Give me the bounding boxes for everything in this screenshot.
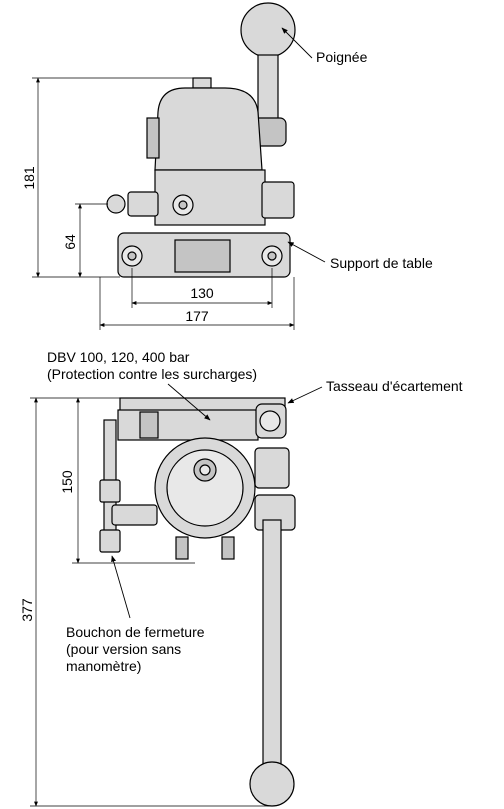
front-view [106, 2, 296, 278]
label-handle: Poignée [316, 49, 368, 65]
right-fitting [261, 181, 295, 219]
plan-right-mid [254, 447, 290, 489]
handle-leader [281, 27, 313, 59]
left-pipe-cap-bottom [99, 529, 121, 553]
left-plug [106, 194, 126, 214]
dim-150: 150 [59, 470, 75, 494]
side-boss [146, 117, 160, 159]
left-pipe-cap-top [99, 479, 121, 503]
valve-round-inner [166, 449, 244, 527]
left-tee [111, 504, 158, 526]
plan-handle-rod [262, 519, 282, 776]
dim-177: 177 [185, 308, 209, 324]
valve-middle-block [154, 169, 266, 226]
label-plug-line1: Bouchon de fermeture [66, 624, 205, 640]
mount-hole-right-inner [267, 251, 277, 261]
dim-64: 64 [62, 234, 78, 250]
label-relief-valve-line2: (Protection contre les surcharges) [47, 366, 257, 382]
port-front-inner [178, 200, 188, 210]
plan-handle-knob [249, 761, 295, 807]
plug-leader [111, 555, 131, 619]
front-dimensions [32, 77, 295, 330]
valve-upper-body [154, 87, 263, 171]
relief-valve-nut [139, 411, 159, 439]
dim-181: 181 [21, 166, 37, 190]
relief-valve-leader [167, 383, 211, 421]
bottom-bolt-right [221, 536, 235, 560]
relief-valve-body [117, 409, 259, 441]
valve-hex-center-inner [199, 464, 211, 476]
plan-right-port [259, 410, 281, 432]
left-fitting [127, 191, 159, 217]
label-table-support: Support de table [330, 255, 433, 271]
support-leader [287, 241, 326, 263]
dim-377: 377 [19, 598, 35, 622]
mount-hole-left-inner [127, 251, 137, 261]
handle-knob [240, 2, 296, 58]
top-stub [192, 77, 212, 89]
label-relief-valve-line1: DBV 100, 120, 400 bar [47, 349, 190, 365]
label-plug-line2: (pour version sans [66, 641, 181, 657]
label-plug-line3: manomètre) [66, 658, 141, 674]
bottom-bolt-left [175, 536, 189, 560]
base-center-block [174, 239, 231, 273]
spacer-leader [287, 386, 323, 404]
dim-130: 130 [190, 285, 214, 301]
plan-dimensions [30, 397, 272, 807]
label-spacer: Tasseau d'écartement [326, 378, 463, 394]
plan-view [99, 397, 296, 807]
